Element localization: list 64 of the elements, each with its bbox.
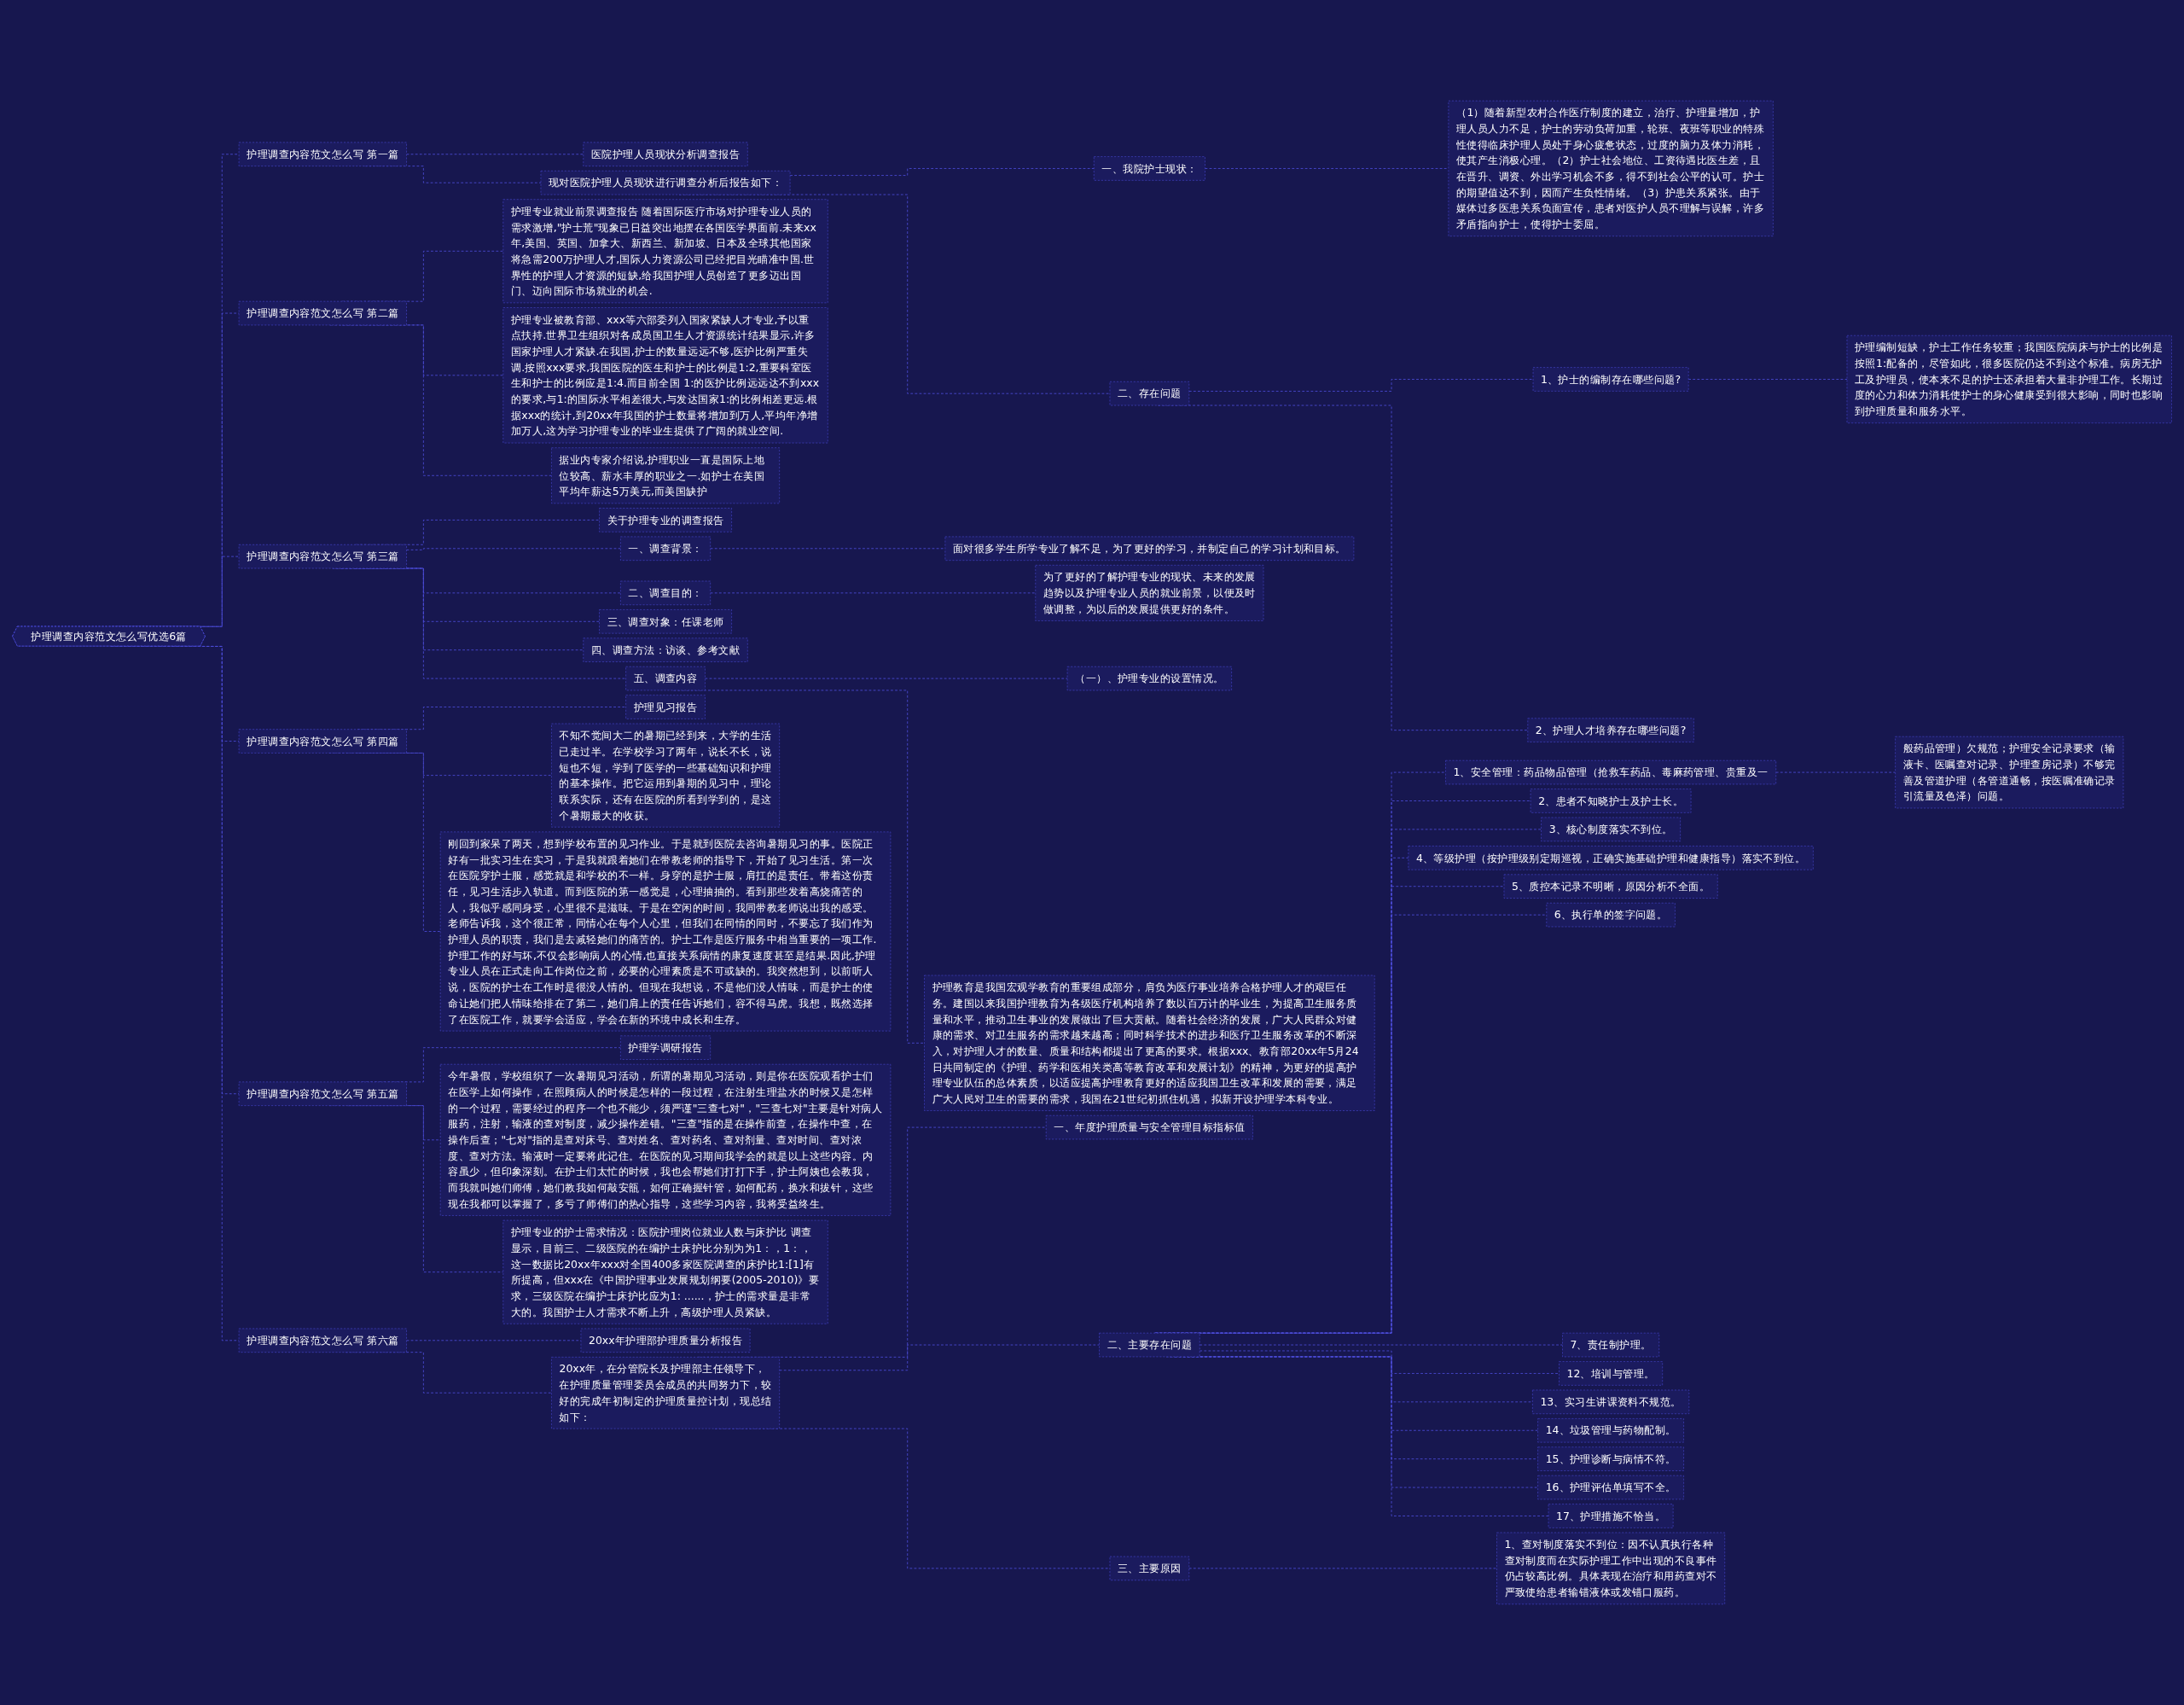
node-box: 二、主要存在问题 <box>1099 1332 1200 1358</box>
node-box: 20xx年，在分管院长及护理部主任领导下，在护理质量管理委员会成员的共同努力下，较好的完成年初制定的护理质量控计划，现总结如下： <box>551 1357 780 1429</box>
node-box: 刚回到家呆了两天，想到学校布置的见习作业。于是就到医院去咨询暑期见习的事。医院正好有一批实习生在实习，于是我就跟着她们在带教老师的指导下，开始了见习生活。第一次在医院穿护士服，感觉就是和学校的不一样。身穿的是护士服，肩扛的是责任。带着这份责任，见习生活步入轨道。而到医院的第一感觉是，心理抽抽的。看到那些发着高烧痛苦的人，我似乎感同身受，心里很不是滋味。于是在空闲的时间，我同带教老师说出我的感受。老师告诉我，这个很正常，同情心在每个人心里，但我们在同情的同时，不要忘了我们作为护理人员的职责，我们是去减轻她们的痛苦的。护士工作是医疗服务中相当重要的一项工作.护理工作的好与坏,不仅会影响病人的心情,也直接关系病情的康复速度甚至是结果.因此,护理专业人员在正式走向工作岗位之前，必要的心理素质是不可或缺的。我突然想到，以前听人说，医院的护士在工作时是很没人情的。但现在我想说，不是他们没人情味，而是护士的使命让她们把人情味给排在了第二，她们肩上的责任告诉她们，容不得马虎。我想，既然选择了在医院工作，就要学会适应，学会在新的环境中成长和生存。 <box>439 831 892 1032</box>
node-box: 现对医院护理人员现状进行调查分析后报告如下： <box>540 171 791 195</box>
node-box: 般药品管理）欠规范；护理安全记录要求（输液卡、医嘱查对记录、护理查房记录）不够完善及管道护理（各管道通畅，按医嘱准确记录引流量及色泽）问题。 <box>1895 736 2124 809</box>
node-box: 四、调查方法：访谈、参考文献 <box>583 637 748 662</box>
node-box: 三、主要原因 <box>1109 1556 1190 1581</box>
connector <box>1687 379 1848 380</box>
node-box: 三、调查对象：任课老师 <box>599 609 732 634</box>
node-box: （一）、护理专业的设置情况。 <box>1066 666 1232 691</box>
node-box: 20xx年护理部护理质量分析报告 <box>580 1328 751 1353</box>
node-box: 3、核心制度落实不到位。 <box>1541 817 1681 842</box>
node-box: 关于护理专业的调查报告 <box>599 508 732 532</box>
node-box: 1、护士的编制存在哪些问题? <box>1532 367 1689 392</box>
node-box: 1、查对制度落实不到位：因不认真执行各种查对制度而在实际护理工作中出现的不良事件仍占较高比例。具体表现在治疗和用药查对不严致使给患者输错液体或发错口服药。 <box>1496 1532 1725 1605</box>
node-box: 护理编制短缺，护士工作任务较重；我国医院病床与护士的比例是按照1:配备的，尽管如此，很多医院仍达不到这个标准。病房无护工及护理员，使本来不足的护士还承担着大量非护理工作。长期过度的心力和体力消耗使护士的身心健康受到很大影响，同时也影响到护理质量和服务水平。 <box>1846 335 2172 423</box>
node-box: 15、护理诊断与病情不符。 <box>1537 1446 1684 1471</box>
node-box: 今年暑假，学校组织了一次暑期见习活动，所谓的暑期见习活动，则是你在医院观看护士们在医学上如何操作，在照顾病人的时候是怎样的一段过程，在注射生理盐水的时候又是怎样的一个过程，需要经过的程序一个也不能少，须严谨"三查七对"，"三查七对"主要是针对病人服药，注射，输液的查对制度，减少操作差错。"三查"指的是在操作前查，在操作中查，在操作后查；"七对"指的是查对床号、查对姓名、查对药名、查对剂量、查对时间、查对浓度、查对方法。输液时一定要将此记住。在医院的见习期间我学会的就是以上这些内容。内容虽少，但印象深刻。在护士们太忙的时候，我也会帮她们打打下手，护士阿姨也会教我，而我就叫她们师傅，她们教我如何敲安瓿，如何正确握针管，如何配药，换水和拔针，这些现在我都可以掌握了，多亏了师傅们的热心指导，这些学习内容，我将受益终生。 <box>439 1063 892 1216</box>
connector <box>710 592 1037 594</box>
node-box: 五、调查内容 <box>625 666 706 691</box>
node-box: 护理见习报告 <box>625 695 706 719</box>
node-box: 护理调查内容范文怎么写 第三篇 <box>238 544 407 569</box>
node-box: 护理调查内容范文怎么写 第六篇 <box>238 1328 407 1353</box>
node-box: 14、垃圾管理与药物配制。 <box>1537 1418 1684 1443</box>
connector <box>406 1340 582 1341</box>
node-box: 一、年度护理质量与安全管理目标指标值 <box>1045 1114 1253 1140</box>
connector <box>1199 1344 1563 1346</box>
connector <box>1775 771 1896 773</box>
node-box: 7、责任制护理。 <box>1562 1332 1659 1358</box>
connector <box>705 678 1068 679</box>
node-box: 护理调查内容范文怎么写 第二篇 <box>238 300 407 326</box>
node-box: 护理专业被教育部、xxx等六部委列入国家紧缺人才专业,予以重点扶持.世界卫生组织对各成员国卫生人才资源统计结果显示,许多国家护理人才紧缺.在我国,护士的数量远远不够,医护比例严重失调.按照xxx要求,我国医院的医生和护士的比例是1:2,重要科室医生和护士的比例应是1:4.而目前全国 1:的医护比例远远达不到xxx的要求,与1:的国际水平相差很大,与发达国家1:的比例相差更远.根据xxx的统计,到20xx年我国的护士数量将增加到万人,平均年净增加万人,这为学习护理专业的毕业生提供了广阔的就业空间. <box>502 307 828 444</box>
node-box: 一、我院护士现状： <box>1093 156 1205 181</box>
connector <box>1199 1350 1560 1374</box>
node-box: （1）随着新型农村合作医疗制度的建立，治疗、护理量增加，护理人员人力不足，护士的劳动负荷加重，轮班、夜班等职业的特殊性使得临床护理人员处于身心疲惫状态，过度的脑力及体力消耗，使其产生消极心理。（2）护士社会地位、工资待遇比医生差，且在晋升、调资、外出学习机会不多，得不到社会公平的认可。护士的期望值达不到，因而产生负性情绪。（3）护患关系紧张。由于媒体过多医患关系负面宣传，患者对医护人员不理解与误解，许多矛盾指向护士，使得护士委屈。 <box>1448 100 1774 236</box>
node-box: 二、存在问题 <box>1109 381 1190 406</box>
node-box: 一、调查背景： <box>620 536 711 561</box>
node-box: 不知不觉间大二的暑期已经到来，大学的生活已走过半。在学校学习了两年，说长不长，说短也不短，学到了医学的一些基础知识和护理的基本操作。把它运用到暑期的见习中，理论联系实际，还有在医院的所看到学到的，是这个暑期最大的收获。 <box>551 723 780 828</box>
node-box: 二、调查目的： <box>620 580 711 606</box>
node-box: 护理专业就业前景调查报告 随着国际医疗市场对护理专业人员的需求激增,"护士荒"现象已日益突出地摆在各国医学界面前.未来xx年,美国、英国、加拿大、新西兰、新加坡、日本及全球其他国家将急需200万护理人才,国际人力资源公司已经把目光瞄准中国.世界性的护理人才资源的短缺,给我国护理人员创造了更多迈出国门、迈向国际市场就业的机会. <box>502 199 828 304</box>
node-box: 面对很多学生所学专业了解不足，为了更好的学习，并制定自己的学习计划和目标。 <box>944 536 1355 561</box>
node-box: 据业内专家介绍说,护理职业一直是国际上地位较高、薪水丰厚的职业之一.如护士在美国平均年薪达5万美元,而美国缺护 <box>551 447 780 504</box>
node-box: 2、患者不知晓护士及护士长。 <box>1530 788 1692 813</box>
connector <box>789 168 1095 176</box>
node-box: 5、质控本记录不明晰，原因分析不全面。 <box>1503 874 1718 899</box>
node-box: 12、培训与管理。 <box>1559 1361 1663 1386</box>
node-box: 护理学调研报告 <box>620 1035 711 1060</box>
connector <box>1188 379 1534 392</box>
node-box: 1、安全管理：药品物品管理（抢救车药品、毒麻药管理、贵重及一 <box>1445 759 1777 785</box>
node-box: 护理专业的护士需求情况：医院护理岗位就业人数与床护比 调查显示，目前三、二级医院的在编护士床护比分别为为1：，1：，这一数据比20xx年xxx对全国400多家医院调查的床护比1:[1]有所提高，但xxx在《中国护理事业发展规划纲要(2005-2010)》要求，三级医院在编护士床护比应为1: ......，护士的需求量是非常大的。我国护士人才需求不断上升，高级护理人员紧缺。 <box>502 1219 828 1324</box>
node-box: 护理调查内容范文怎么写 第一篇 <box>238 142 407 166</box>
node-box: 护理调查内容范文怎么写 第四篇 <box>238 729 407 754</box>
node-box: 16、护理评估单填写不全。 <box>1537 1475 1684 1500</box>
node-box: 护理调查内容范文怎么写 第五篇 <box>238 1081 407 1106</box>
node-box: 医院护理人员现状分析调查报告 <box>583 142 748 166</box>
node-box: 2、护理人才培养存在哪些问题? <box>1527 718 1694 742</box>
node-box: 17、护理措施不恰当。 <box>1548 1504 1674 1528</box>
node-box: 13、实习生讲课资料不规范。 <box>1532 1389 1690 1414</box>
connector <box>710 548 946 550</box>
connector <box>1205 168 1449 169</box>
node-box: 护理教育是我国宏观学教育的重要组成部分，肩负为医疗事业培养合格护理人才的艰巨任务。建国以来我国护理教育为各级医疗机构培养了数以百万计的毕业生，为提高卫生服务质量和水平，推动卫生事业的发展做出了巨大贡献。随着社会经济的发展，广大人民群众对健康的需求、对卫生服务的需求越来越高；同时科学技术的进步和医疗卫生服务改革的不断深入，对护理人才的数量、质量和结构都提出了更高的要求。根据xxx、教育部20xx年5月24日共同制定的《护理、药学和医相关类高等教育改革和发展计划》的精神，为更好的提高护理专业队伍的总体素质，以适应提高护理教育更好的适应我国卫生改革和发展的需要，满足广大人民对卫生的需要的需求，我国在21世纪初抓住机遇，拟新开设护理学本科专业。 <box>924 975 1375 1111</box>
node-box: 6、执行单的签字问题。 <box>1546 902 1676 928</box>
node-box: 4、等级护理（按护理级别定期巡视，正确实施基础护理和健康指导）落实不到位。 <box>1408 846 1814 870</box>
node-box: 为了更好的了解护理专业的现状、未来的发展趋势以及护理专业人员的就业前景，以便及时做调整，为以后的发展提供更好的条件。 <box>1035 565 1264 621</box>
